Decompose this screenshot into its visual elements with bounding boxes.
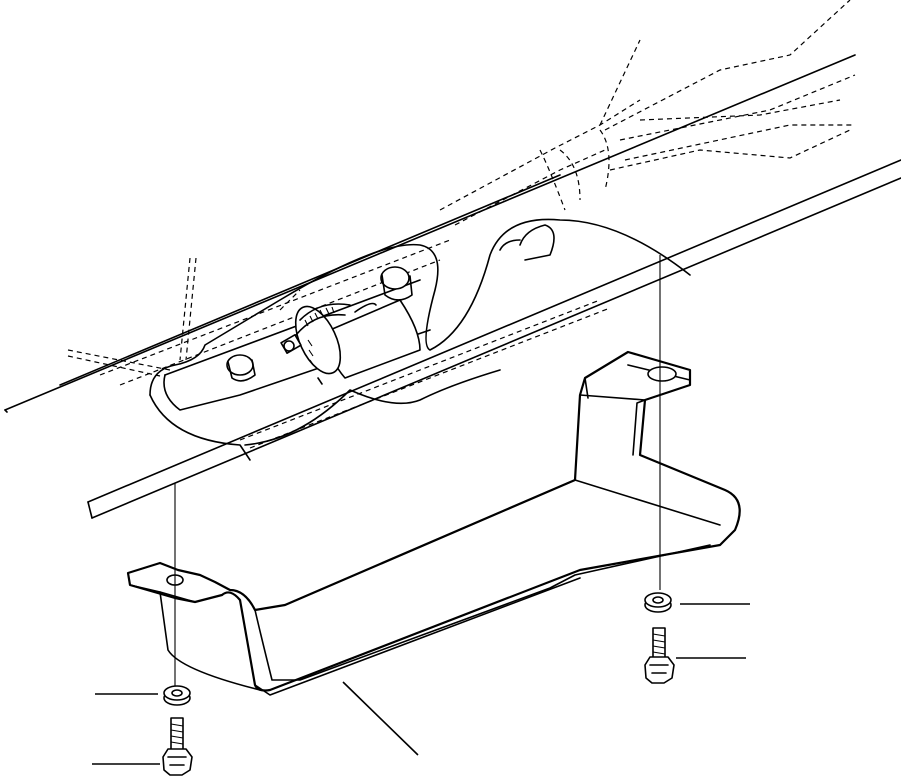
hose-clamp: [280, 299, 421, 385]
hose-assembly: [67, 0, 856, 449]
mounting-plate: [149, 218, 691, 446]
bolt-left: [162, 717, 193, 776]
stud-left: [226, 354, 256, 382]
u-bracket: [126, 350, 741, 696]
bolt-right: [644, 627, 675, 684]
callout-leaders: [92, 603, 750, 765]
callout-bracket: [342, 681, 419, 756]
stud-right: [380, 266, 413, 301]
slot-right: [647, 366, 677, 382]
washer-left: [163, 685, 191, 706]
washer-right: [644, 592, 672, 613]
frame-rail: [4, 54, 901, 519]
guide-lines: [174, 255, 661, 690]
